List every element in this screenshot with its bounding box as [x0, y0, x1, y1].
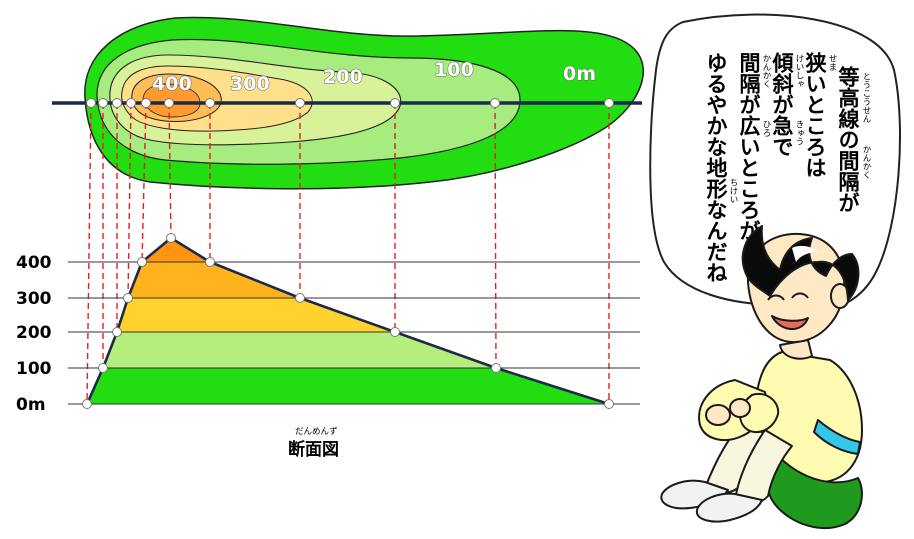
caption-ruby: だんめんず: [295, 426, 338, 437]
axis-label-200: 200: [16, 323, 52, 343]
marker-dots: [82, 98, 614, 409]
axis-label-0m: 0m: [16, 395, 46, 415]
bubble-text-line-3: 傾斜が急で: [770, 52, 795, 157]
ruby-sema: せま: [827, 54, 837, 71]
axis-label-300: 300: [16, 289, 52, 309]
axis-label-100: 100: [16, 359, 52, 379]
ruby-chikei: ちけい: [728, 178, 738, 204]
bubble-text-line-4: 間隔が広いところが: [737, 52, 761, 241]
projection-lines: [86, 102, 610, 405]
boy-character: [660, 225, 863, 530]
contour-label-400: 400: [152, 73, 192, 95]
ruby-kankaku-1: かんかく: [861, 145, 871, 179]
cross-section-caption: 断面図: [288, 439, 339, 460]
bubble-text-line-5: ゆるやかな地形なんだね: [704, 52, 728, 283]
ruby-kyu: きゅう: [794, 120, 804, 146]
cross-section: 400 300 200 100 0m だんめんず 断面図: [16, 236, 640, 460]
cross-section-fill: [87, 238, 609, 404]
ruby-kankaku-2: かんかく: [761, 54, 771, 88]
contour-label-100: 100: [434, 59, 474, 81]
bubble-text-line-1: 等高線の間隔が: [836, 65, 860, 213]
elevation-gridlines: [68, 261, 640, 405]
ruby-tokousen: とうこうせん: [861, 72, 871, 123]
contour-label-0m: 0m: [563, 63, 596, 85]
axis-label-400: 400: [16, 253, 52, 273]
bubble-text-line-2: 狭いところは: [803, 51, 828, 178]
contour-label-200: 200: [323, 66, 363, 88]
ruby-hiro: ひろ: [761, 120, 771, 137]
ruby-keisha: けいしゃ: [794, 54, 804, 88]
contour-label-300: 300: [230, 73, 270, 95]
contour-map: 400 300 200 100 0m: [52, 16, 644, 190]
